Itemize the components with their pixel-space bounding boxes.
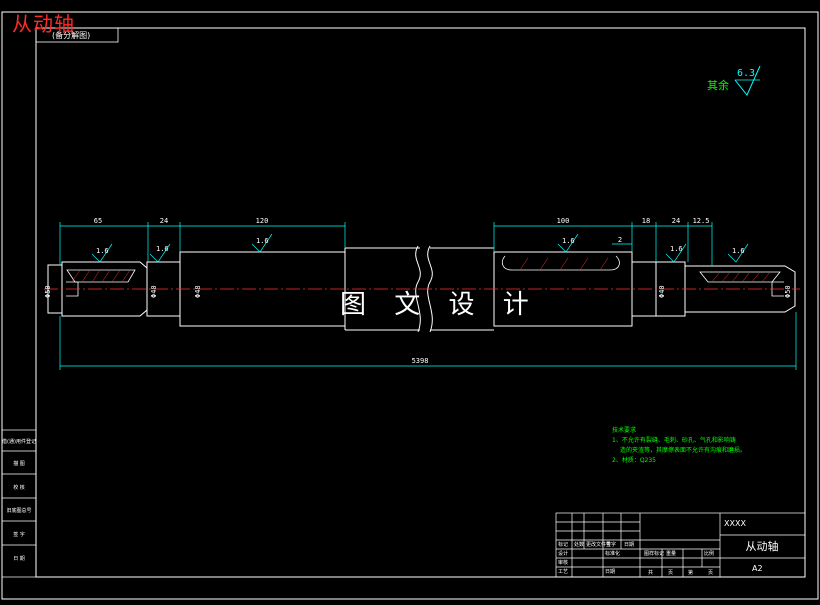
tech-req-line: 2、材质：Q235 <box>612 456 656 464</box>
tb-cell: 处数 <box>574 541 584 548</box>
tb-cell: 签字 <box>606 541 616 548</box>
diameter-label: Φ50 <box>44 285 52 298</box>
roughness-marks <box>91 233 749 263</box>
diameter-label: Φ40 <box>150 285 158 298</box>
tech-req-line: 1、不允许有裂缝、毛刺、砂孔、气孔和影响铸 <box>612 436 736 444</box>
dim-text: 100 <box>557 217 570 225</box>
roughness-mark-text: 1.6 <box>96 247 109 255</box>
tb-cell: 更改文件号 <box>586 541 611 548</box>
tb-cell: 设计 <box>558 550 568 557</box>
stamp-label: 日 期 <box>13 556 25 562</box>
tb-cell: 共 <box>648 569 653 576</box>
roughness-mark-text: 1.6 <box>562 237 575 245</box>
part-code: XXXX <box>724 519 746 528</box>
roughness-mark-text: 1.6 <box>256 237 269 245</box>
tb-cell: 日期 <box>605 569 615 575</box>
tech-req-heading: 技术要求 <box>612 426 636 434</box>
roughness-label: 其余 <box>707 78 729 92</box>
sheet-size: A2 <box>752 564 763 573</box>
overall-length: 5398 <box>412 357 429 365</box>
stamp-label: 签 字 <box>13 531 25 538</box>
section-hatching <box>71 257 771 283</box>
title-block <box>555 512 806 578</box>
stamp-label: 旧底图总号 <box>6 507 31 514</box>
tb-cell: 重量 <box>666 550 676 557</box>
dim-text: 24 <box>160 217 168 225</box>
roughness-mark-text: 1.6 <box>156 245 169 253</box>
tb-cell: 页 <box>708 570 713 576</box>
tb-cell: 第 <box>688 569 693 576</box>
tb-cell: 审核 <box>558 559 568 566</box>
dimension-lines <box>59 222 797 370</box>
tb-cell: 日期 <box>624 542 634 548</box>
tb-cell: 标准化 <box>605 550 620 557</box>
roughness-symbol-icon <box>734 65 761 96</box>
inner-frame <box>35 27 806 578</box>
tech-req-line: 造的夹渣等，其摩擦表面不允许有沟痕和磨损。 <box>620 446 746 454</box>
diameter-label: Φ48 <box>194 285 202 298</box>
tb-cell: 比例 <box>704 550 714 557</box>
drawing-title: 从动轴 <box>12 12 75 36</box>
tb-cell: 页 <box>668 570 673 576</box>
dim-text: 18 <box>642 217 650 225</box>
stamp-label: 借(通)用件登记 <box>2 438 36 445</box>
roughness-mark-text: 1.6 <box>732 247 745 255</box>
diameter-label: Φ50 <box>784 285 792 298</box>
diameter-label: Φ40 <box>658 285 666 298</box>
tb-cell: 图样标记 <box>644 550 664 557</box>
dim-text: 24 <box>672 217 680 225</box>
outer-frame <box>1 11 819 600</box>
view-label-box <box>35 27 119 43</box>
stamp-label: 校 核 <box>13 484 25 491</box>
part-name: 从动轴 <box>746 539 779 553</box>
watermark-text: 图 文 设 计 <box>340 290 539 320</box>
shaft-outline <box>47 245 796 333</box>
dim-text: 120 <box>256 217 269 225</box>
roughness-mark-text: 1.6 <box>670 245 683 253</box>
tb-cell: 标记 <box>558 541 568 548</box>
roughness-value: 6.3 <box>737 68 755 79</box>
dim-text: 65 <box>94 217 102 225</box>
tb-cell: 工艺 <box>558 569 568 575</box>
dim-text: 2 <box>618 236 622 244</box>
stamp-label: 描 图 <box>13 460 25 467</box>
dim-text: 12.5 <box>693 217 710 225</box>
view-label: (备分解图) <box>52 30 90 40</box>
left-stamp-column <box>1 429 37 578</box>
